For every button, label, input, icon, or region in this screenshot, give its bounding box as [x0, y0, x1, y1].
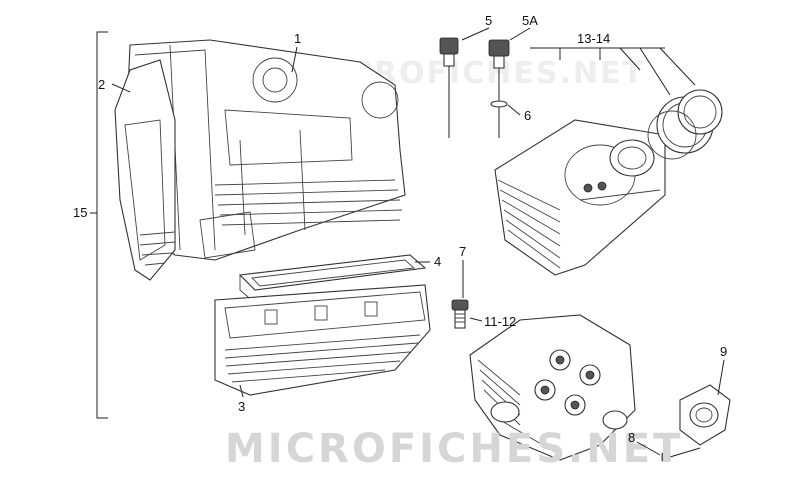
- callout-4: 4: [434, 254, 441, 269]
- piston-rings[interactable]: [647, 89, 723, 160]
- callout-2: 2: [98, 77, 105, 92]
- crankcase[interactable]: [124, 39, 406, 261]
- callout-9: 9: [720, 344, 727, 359]
- callout-6: 6: [524, 108, 531, 123]
- callout-15: 15: [73, 205, 87, 220]
- oil-sump[interactable]: [214, 284, 431, 396]
- callout-5: 5: [485, 13, 492, 28]
- oil-dipstick-5[interactable]: [439, 37, 459, 138]
- callout-13-14: 13-14: [577, 31, 610, 46]
- cylinder-head[interactable]: [469, 314, 636, 461]
- o-ring-6[interactable]: [490, 100, 508, 108]
- callout-1: 1: [294, 31, 301, 46]
- side-cover[interactable]: [114, 59, 176, 281]
- watermark-main: MICROFICHES.NET: [225, 426, 683, 472]
- plug-7[interactable]: [451, 299, 469, 329]
- exhaust-flange[interactable]: [679, 384, 731, 446]
- callout-8: 8: [628, 430, 635, 445]
- cylinder[interactable]: [494, 119, 666, 276]
- callout-7: 7: [459, 244, 466, 259]
- screw-8[interactable]: [661, 447, 701, 462]
- callout-5a: 5A: [522, 13, 538, 28]
- leader-lines: [90, 27, 725, 456]
- callout-3: 3: [238, 399, 245, 414]
- callout-11-12: 11-12: [484, 314, 516, 329]
- sump-gasket[interactable]: [238, 254, 427, 304]
